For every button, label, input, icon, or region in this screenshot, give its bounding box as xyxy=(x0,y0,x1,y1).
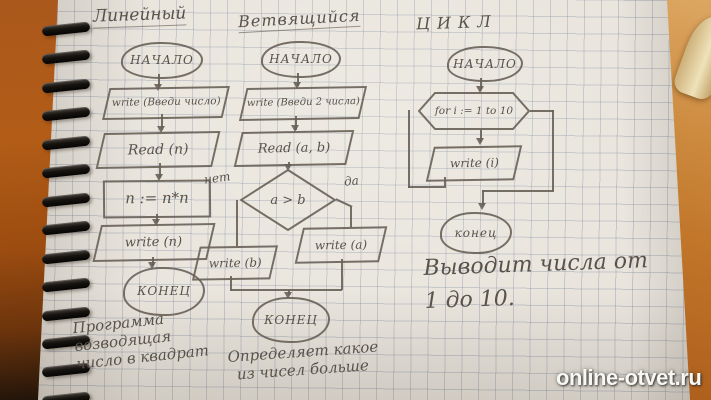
arrowhead-icon xyxy=(157,126,165,133)
arrowhead-icon xyxy=(478,203,486,210)
loop-header-hexagon xyxy=(418,92,530,130)
connector xyxy=(295,116,297,130)
arrowhead-icon xyxy=(152,219,160,226)
connector xyxy=(530,110,554,112)
linear-process-square: n := n*n xyxy=(102,179,212,219)
connector xyxy=(159,163,161,178)
connector xyxy=(480,130,482,142)
connector xyxy=(230,289,342,291)
loopback-connector xyxy=(408,110,410,188)
branching-start-terminator: НАЧАЛО xyxy=(261,41,341,78)
spiral-ring xyxy=(41,249,91,265)
spiral-ring xyxy=(41,192,91,208)
linear-io-read: Read (n) xyxy=(95,130,221,170)
spiral-ring xyxy=(41,277,91,293)
connector xyxy=(158,74,160,87)
linear-title: Линейный xyxy=(92,3,187,29)
arrowhead-icon xyxy=(476,138,484,145)
spiral-ring xyxy=(41,391,91,400)
loop-start-terminator: НАЧАЛО xyxy=(447,46,523,82)
spiral-ring xyxy=(41,163,91,179)
loopback-connector xyxy=(408,186,446,188)
connector xyxy=(552,110,554,191)
arrowhead-icon xyxy=(476,86,484,93)
site-watermark: online-otvet.ru xyxy=(556,365,702,390)
spiral-ring xyxy=(41,49,91,65)
branch-label-yes: да xyxy=(343,173,360,189)
connector xyxy=(236,200,238,246)
branching-decision-label: a > b xyxy=(270,192,306,208)
connector xyxy=(480,78,482,90)
connector xyxy=(156,214,158,223)
spiral-ring xyxy=(41,220,91,236)
branching-io-no: write (b) xyxy=(191,245,279,281)
loop-io-write: write (i) xyxy=(425,145,523,182)
connector xyxy=(297,73,299,86)
loop-title: ЦИКЛ xyxy=(415,11,498,34)
loopback-connector xyxy=(444,177,446,186)
linear-io-prompt: write (Введи число) xyxy=(102,85,230,121)
linear-start-label: НАЧАЛО xyxy=(130,53,194,68)
arrowhead-icon xyxy=(154,84,162,91)
connector xyxy=(341,259,343,290)
branching-end-terminator: КОНЕЦ xyxy=(252,297,330,343)
linear-start-terminator: НАЧАЛО xyxy=(121,42,203,79)
loop-caption: Выводит числа от 1 до 10. xyxy=(423,248,649,314)
loop-end-terminator: конец xyxy=(440,212,512,254)
loop-header-label: for i := 1 to 10 xyxy=(434,105,514,117)
connector xyxy=(161,114,163,130)
connector xyxy=(482,190,484,206)
branching-io-prompt: write (Введи 2 числа) xyxy=(238,85,368,122)
arrowhead-icon xyxy=(293,82,301,89)
connector xyxy=(230,276,232,290)
arrowhead-icon xyxy=(148,262,156,269)
connector xyxy=(152,257,154,266)
spiral-ring xyxy=(41,135,91,151)
spiral-ring xyxy=(41,106,91,122)
arrowhead-icon xyxy=(155,174,163,181)
arrowhead-icon xyxy=(284,292,292,299)
spiral-ring xyxy=(41,21,91,37)
branching-io-read: Read (a, b) xyxy=(233,130,355,167)
connector xyxy=(350,207,352,227)
arrowhead-icon xyxy=(291,125,299,132)
branching-decision-diamond xyxy=(240,169,336,231)
connector xyxy=(482,190,554,192)
arrowhead-icon xyxy=(284,164,292,171)
linear-end-terminator: КОНЕЦ xyxy=(123,267,205,316)
spiral-ring xyxy=(41,78,91,94)
